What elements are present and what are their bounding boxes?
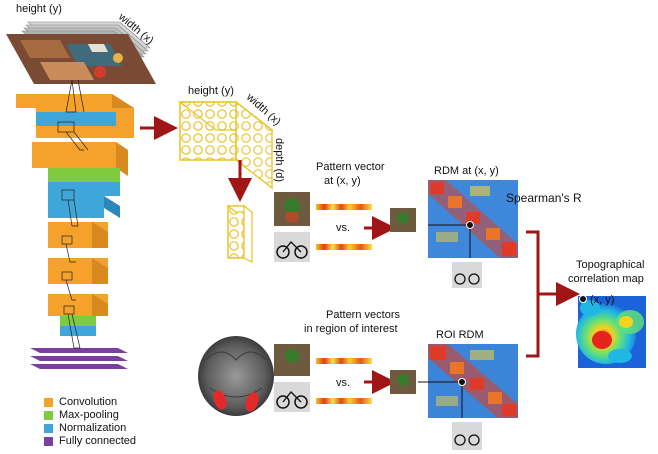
normalization-layer-1 [36,112,116,126]
legend-label-maxpooling: Max-pooling [59,409,119,421]
legend-label-normalization: Normalization [59,422,127,434]
pv-roi-label-2: in region of interest [304,323,398,335]
cnn-block-4 [48,258,108,284]
feature-map-side [235,100,273,190]
vs-label-top: vs. [336,222,350,234]
cnn-block-5 [48,294,108,336]
pattern-vector-label-1: Pattern vector [316,161,385,173]
roi-left [213,390,227,410]
comparison-bracket [526,230,540,358]
topo-label-2: correlation map [568,273,644,285]
pattern-vector-bar-2 [316,244,372,250]
topo-point-label: (x, y) [590,294,614,306]
topo-label-1: Topographical [576,259,645,271]
legend-label-convolution: Convolution [59,396,118,408]
legend-item-normalization: Normalization [44,422,136,435]
pattern-vector-bar-1 [316,204,372,210]
legend-item-fully-connected: Fully connected [44,435,136,448]
normalization-layer-2 [48,182,120,196]
maxpool-layer-5 [60,316,96,326]
topographical-correlation-map [576,295,646,368]
normalization-layer-5 [60,326,96,336]
legend: Convolution Max-pooling Normalization Fu… [44,396,136,448]
cnn-block-2 [32,142,128,218]
input-height-label: height (y) [16,3,62,15]
featuremap-depth-label: depth (d) [273,138,285,182]
roi-rdm-label: ROI RDM [436,329,484,341]
input-image-texture [20,40,123,80]
pv-roi-label-1: Pattern vectors [326,309,400,321]
pattern-vector-roi-bar-2 [316,398,372,404]
stimulus-thumbnails-top [274,192,310,262]
feature-map-cube [177,100,275,190]
featuremap-height-label: height (y) [188,85,234,97]
legend-item-convolution: Convolution [44,396,136,409]
roi-rdm-matrix [418,344,518,418]
roi-right [245,392,259,412]
brain-slice [198,336,274,416]
legend-swatch-fully-connected [44,437,53,446]
pattern-vector-label-2: at (x, y) [324,175,361,187]
pattern-vector-roi-bar-1 [316,358,372,364]
legend-item-maxpooling: Max-pooling [44,409,136,422]
fully-connected-layers [30,348,128,369]
rdm-xy-label: RDM at (x, y) [434,165,499,177]
legend-swatch-convolution [44,398,53,407]
legend-swatch-maxpooling [44,411,53,420]
spearman-label: Spearman's R [506,191,582,205]
maxpool-layer-2 [48,168,120,182]
cnn-block-1 [16,94,134,138]
cnn-layer-stack [16,79,134,369]
legend-label-fully-connected: Fully connected [59,435,137,447]
stimulus-thumbnails-bottom [274,344,310,412]
topo-point-marker [579,295,587,303]
vs-label-bottom: vs. [336,377,350,389]
kernel-lines [57,79,89,349]
legend-swatch-normalization [44,424,53,433]
convolution-layer-2 [32,142,116,168]
input-image-stack [6,21,156,84]
rdm-xy-matrix [428,180,518,258]
depth-column [226,204,254,263]
